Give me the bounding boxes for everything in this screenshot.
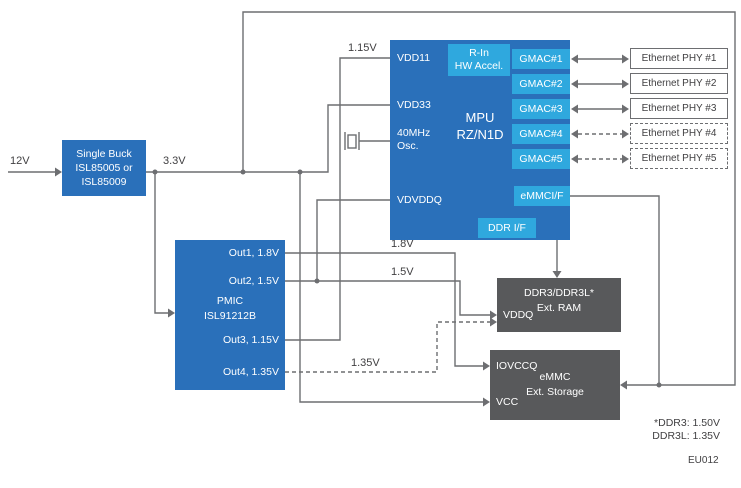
arrowhead-gmac1-l bbox=[571, 54, 578, 64]
arrowhead-gmac5-l bbox=[571, 154, 578, 164]
wire-1v5 bbox=[285, 280, 490, 316]
emmc-storage-block: IOVCCQ VCC eMMC Ext. Storage bbox=[490, 350, 620, 420]
label-12v: 12V bbox=[10, 155, 30, 167]
arrowhead-vddq bbox=[490, 310, 497, 320]
mpu-pin-vdd33: VDD33 bbox=[397, 99, 431, 111]
emmc-pin-iovccq: IOVCCQ bbox=[496, 360, 538, 372]
footnote-ddr3l: DDR3L: 1.35V bbox=[652, 430, 720, 442]
figure-code: EU012 bbox=[688, 455, 719, 466]
emmc-pin-vcc: VCC bbox=[496, 396, 519, 408]
wire-3v3-main bbox=[146, 104, 390, 173]
ram-pin-vddq: VDDQ bbox=[503, 309, 534, 321]
pmic-pin-out4: Out4, 1.35V bbox=[222, 366, 279, 378]
ram-title: DDR3/DDR3L* bbox=[523, 287, 595, 299]
wire-1v35-dashed bbox=[285, 321, 490, 373]
buck-line3: ISL85009 bbox=[81, 176, 127, 188]
junction-dot bbox=[314, 278, 320, 284]
arrowhead-gmac4-l bbox=[571, 129, 578, 139]
wire-3v3-vcc bbox=[299, 172, 483, 403]
wire-emmc-if bbox=[570, 195, 660, 385]
mpu-pin-vdd11: VDD11 bbox=[397, 52, 431, 64]
arrowhead-vddq-dashed bbox=[490, 317, 497, 327]
crystal-plates bbox=[344, 132, 390, 150]
buck-line2: ISL85005 or bbox=[75, 162, 133, 174]
wire-pmic-feed bbox=[154, 172, 168, 314]
wire-vdvddq bbox=[316, 199, 390, 281]
rin-hw-accel-block: R-In HW Accel. bbox=[448, 44, 510, 76]
buck-line1: Single Buck bbox=[76, 148, 132, 160]
mpu-part-number: RZ/N1D bbox=[456, 127, 504, 142]
arrowhead-gmac3-l bbox=[571, 104, 578, 114]
arrowhead-gmac2-r bbox=[622, 79, 629, 89]
ethernet-phy3-block: Ethernet PHY #3 bbox=[630, 98, 728, 119]
emmc-subtitle: Ext. Storage bbox=[526, 386, 584, 398]
junction-dot bbox=[152, 169, 158, 175]
arrowhead-gmac3-r bbox=[622, 104, 629, 114]
arrowhead-iovccq bbox=[483, 361, 490, 371]
pmic-pin-out2: Out2, 1.5V bbox=[228, 275, 279, 287]
mpu-pin-vdvddq: VDVDDQ bbox=[397, 194, 442, 206]
mpu-osc-line2: Osc. bbox=[397, 140, 419, 152]
rin-line1: R-In bbox=[469, 47, 489, 59]
arrowhead-gmac2-l bbox=[571, 79, 578, 89]
gmac5-block: GMAC#5 bbox=[512, 149, 570, 169]
footnote-ddr3: *DDR3: 1.50V bbox=[654, 417, 720, 429]
buck-regulator-block: Single Buck ISL85005 or ISL85009 bbox=[62, 140, 146, 196]
ddr-if-block: DDR I/F bbox=[478, 218, 536, 238]
wire-3v3-top-rail bbox=[242, 11, 736, 386]
mpu-osc-line1: 40MHz bbox=[397, 127, 431, 139]
ram-subtitle: Ext. RAM bbox=[536, 302, 582, 314]
arrowhead-gmac1-r bbox=[622, 54, 629, 64]
arrowhead-vcc bbox=[483, 397, 490, 407]
gmac1-block: GMAC#1 bbox=[512, 49, 570, 69]
mpu-title: MPU bbox=[465, 110, 495, 125]
arrowhead-gmac5-r bbox=[622, 154, 629, 164]
label-1v35: 1.35V bbox=[351, 357, 380, 369]
pmic-block: PMIC ISL91212B Out1, 1.8V Out2, 1.5V Out… bbox=[175, 240, 285, 390]
label-1v8: 1.8V bbox=[391, 238, 414, 250]
emmc-title: eMMC bbox=[539, 371, 571, 383]
arrowhead-gmac4-r bbox=[622, 129, 629, 139]
junction-dot bbox=[656, 382, 662, 388]
ethernet-phy5-block: Ethernet PHY #5 bbox=[630, 148, 728, 169]
gmac3-block: GMAC#3 bbox=[512, 99, 570, 119]
ethernet-phy4-block: Ethernet PHY #4 bbox=[630, 123, 728, 144]
pmic-pin-out3: Out3, 1.15V bbox=[222, 334, 279, 346]
wire-1v8 bbox=[285, 252, 483, 367]
junction-dot bbox=[240, 169, 246, 175]
gmac4-block: GMAC#4 bbox=[512, 124, 570, 144]
emmc-if-block: eMMCI/F bbox=[514, 186, 570, 206]
pmic-part-number: ISL91212B bbox=[204, 310, 256, 322]
arrowhead-emmc-right bbox=[620, 380, 627, 390]
arrowhead-pmic-in bbox=[168, 308, 175, 318]
arrowhead-buck-in bbox=[55, 167, 62, 177]
ethernet-phy2-block: Ethernet PHY #2 bbox=[630, 73, 728, 94]
label-1v15: 1.15V bbox=[348, 42, 377, 54]
pmic-title: PMIC bbox=[216, 295, 244, 307]
rin-line2: HW Accel. bbox=[454, 60, 504, 72]
ddr-ram-block: DDR3/DDR3L* Ext. RAM VDDQ bbox=[497, 278, 621, 332]
pmic-pin-out1: Out1, 1.8V bbox=[228, 247, 279, 259]
gmac2-block: GMAC#2 bbox=[512, 74, 570, 94]
arrowhead-ddr-down bbox=[552, 271, 562, 278]
label-3v3: 3.3V bbox=[163, 155, 186, 167]
junction-dot bbox=[297, 169, 303, 175]
crystal-body bbox=[347, 134, 357, 149]
ethernet-phy1-block: Ethernet PHY #1 bbox=[630, 48, 728, 69]
label-1v5: 1.5V bbox=[391, 266, 414, 278]
wire-1v15 bbox=[285, 57, 390, 341]
